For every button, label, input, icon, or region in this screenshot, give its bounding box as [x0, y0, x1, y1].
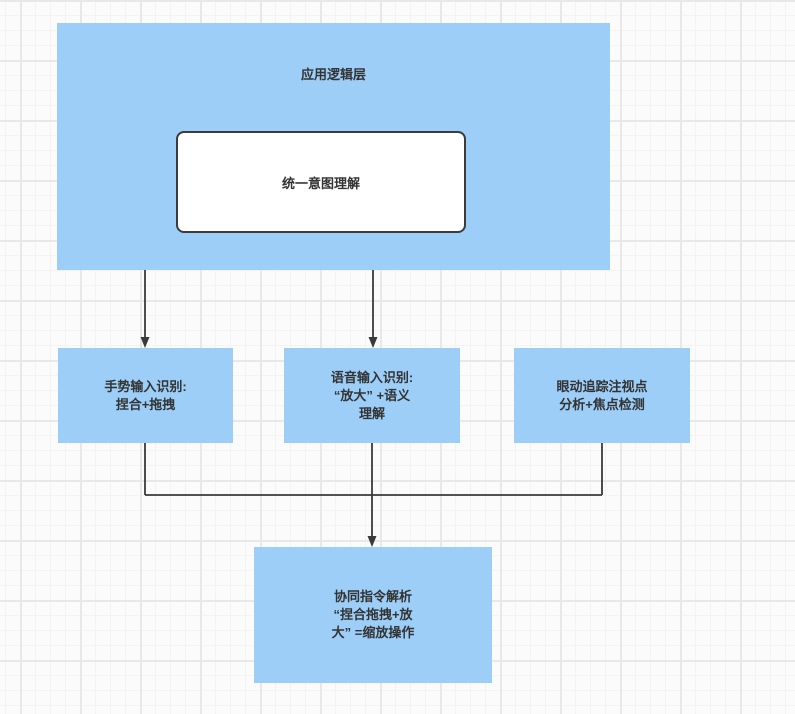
arrowhead-fusion [367, 536, 377, 547]
arrowhead-voice [368, 337, 378, 348]
fusion-parse-label: 协同指令解析 “捏合拖拽+放 大” =缩放操作 [331, 589, 415, 640]
node-unified-intent[interactable]: 统一意图理解 [176, 131, 466, 233]
node-voice-input[interactable]: 语音输入识别: “放大” +语义 理解 [284, 348, 460, 443]
application-layer-title: 应用逻辑层 [300, 67, 366, 82]
voice-input-label: 语音输入识别: “放大” +语义 理解 [330, 369, 414, 421]
eye-tracking-label: 眼动追踪注视点 分析+焦点检测 [556, 378, 648, 412]
unified-intent-label: 统一意图理解 [281, 175, 360, 191]
gesture-input-label: 手势输入识别: 捏合+拖拽 [104, 378, 187, 412]
node-application-logic-layer[interactable]: 应用逻辑层 统一意图理解 [57, 23, 610, 270]
node-eye-tracking[interactable]: 眼动追踪注视点 分析+焦点检测 [514, 348, 690, 443]
node-fusion-parse[interactable]: 协同指令解析 “捏合拖拽+放 大” =缩放操作 [254, 547, 492, 683]
node-gesture-input[interactable]: 手势输入识别: 捏合+拖拽 [58, 348, 233, 443]
arrowhead-gesture [140, 337, 150, 348]
